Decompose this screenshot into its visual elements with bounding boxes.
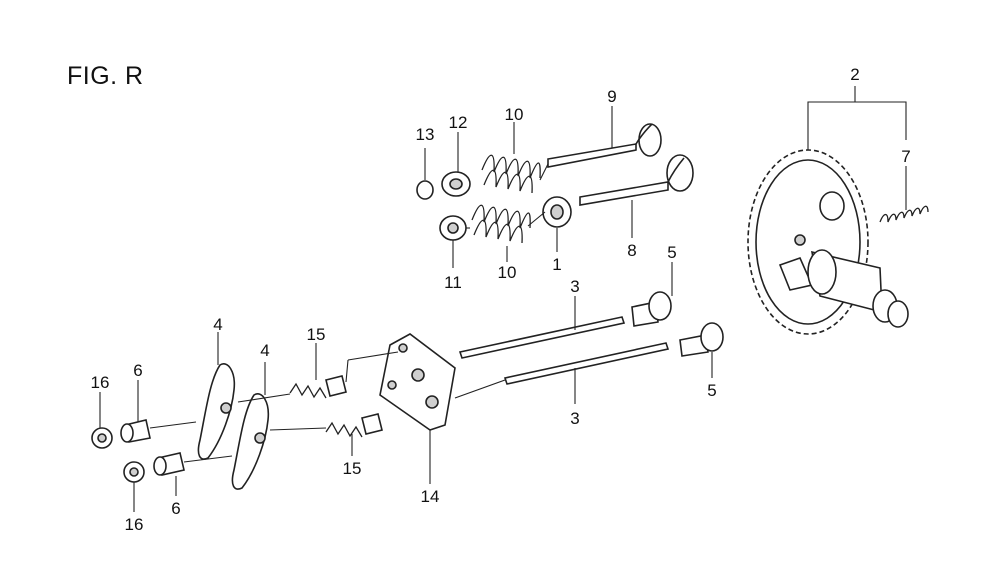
valve-rotator-1: [542, 196, 572, 228]
push-rod-guide-plate: [379, 333, 456, 431]
callout-15-upper: 15: [307, 325, 326, 344]
callout-12: 12: [449, 113, 468, 132]
figure-title: FIG. R: [67, 62, 144, 90]
callout-5-lower: 5: [707, 381, 716, 400]
valve-spring-retainer-12: [441, 171, 471, 197]
callout-16-upper: 16: [91, 373, 110, 392]
tappet-lower: [679, 322, 724, 357]
rocker-pivot-collar-lower: [153, 452, 185, 476]
rocker-arm-nut-upper: [91, 427, 113, 449]
tappet-upper: [631, 291, 672, 327]
callout-3-lower: 3: [570, 409, 579, 428]
callout-5-upper: 5: [667, 243, 676, 262]
callout-4-right: 4: [260, 341, 269, 360]
callout-7: 7: [901, 147, 910, 166]
callout-6-lower: 6: [171, 499, 180, 518]
callout-4-left: 4: [213, 315, 222, 334]
callout-16-lower: 16: [125, 515, 144, 534]
callout-9: 9: [607, 87, 616, 106]
callout-11: 11: [444, 273, 462, 292]
push-rod-upper: [458, 316, 626, 359]
rocker-arm-lower: [231, 393, 270, 490]
decompressor-spring-7: [879, 205, 929, 223]
callout-1: 1: [552, 255, 561, 274]
rocker-pivot-collar-upper: [120, 419, 151, 443]
callout-8: 8: [627, 241, 636, 260]
callout-10-lower: 10: [498, 263, 517, 282]
valve-spring-upper: [481, 154, 541, 194]
callout-6-upper: 6: [133, 361, 142, 380]
rocker-arm-upper: [197, 363, 236, 460]
callout-15-lower: 15: [343, 459, 362, 478]
valve-keeper-13: [416, 180, 434, 200]
callout-10-upper: 10: [505, 105, 524, 124]
callout-14: 14: [421, 487, 440, 506]
valve-spring-lower: [471, 204, 531, 244]
callout-2: 2: [850, 65, 859, 84]
valve-spring-retainer-11: [439, 215, 467, 241]
valve-exhaust: [547, 123, 662, 168]
camshaft-gear: [747, 149, 909, 335]
callout-13: 13: [416, 125, 435, 144]
rocker-arm-pivot-bolt-upper: [289, 375, 347, 399]
valve-intake: [579, 154, 694, 206]
push-rod-lower: [503, 342, 670, 385]
rocker-arm-pivot-bolt-lower: [325, 413, 383, 438]
callout-3-upper: 3: [570, 277, 579, 296]
rocker-arm-nut-lower: [123, 461, 145, 483]
